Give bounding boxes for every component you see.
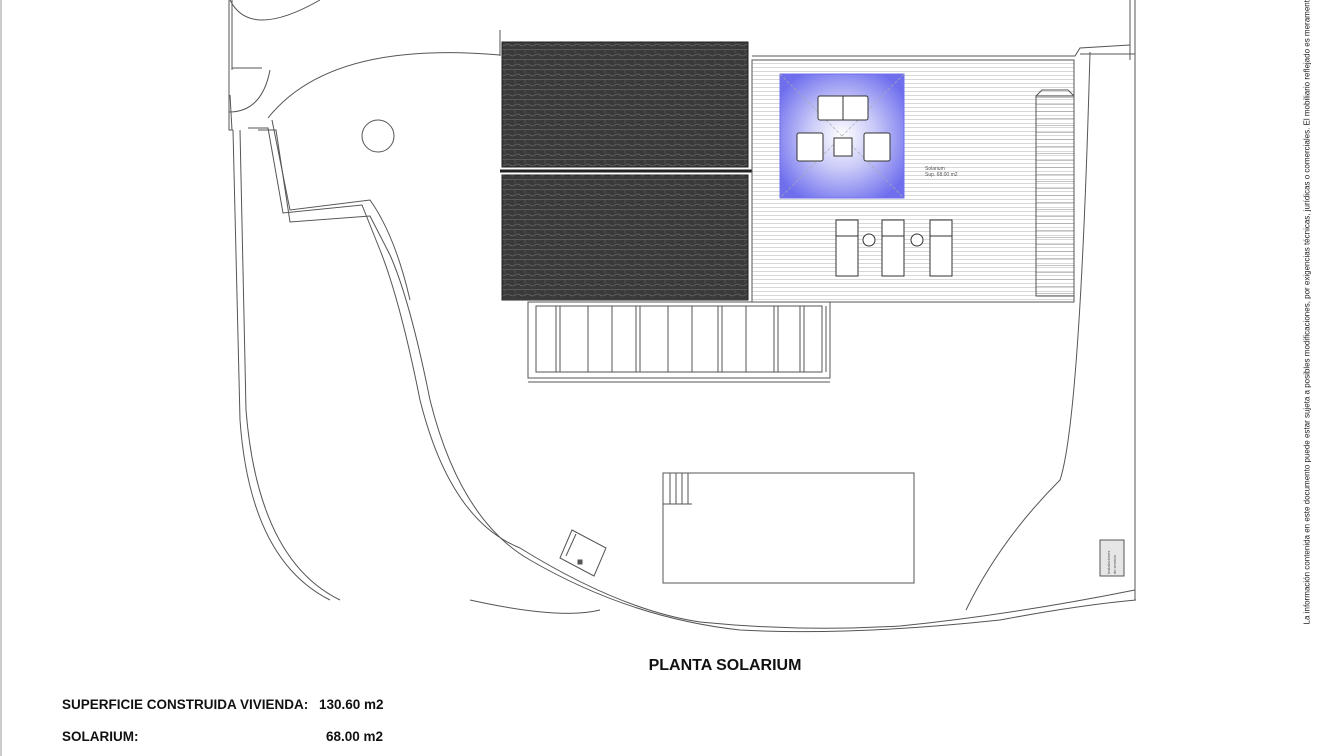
equipment-box	[1099, 539, 1125, 577]
area-row-solarium: SOLARIUM: 68.00 m2	[62, 729, 383, 744]
area-label: SOLARIUM:	[62, 729, 139, 744]
solarium-label: Solarium	[925, 166, 945, 172]
roof-tiles-upper	[501, 41, 749, 168]
area-label: SUPERFICIE CONSTRUIDA VIVIENDA:	[62, 697, 309, 712]
parking-structure	[527, 301, 831, 383]
plan-title: PLANTA SOLARIUM	[648, 657, 802, 674]
garden-circle	[361, 119, 395, 153]
area-value: 68.00 m2	[326, 729, 384, 744]
utility-box	[559, 529, 607, 577]
sun-loungers	[835, 219, 953, 277]
staircase	[1035, 95, 1075, 297]
solarium-area-label: Sup. 68.00 m2	[925, 172, 958, 178]
equipment-label-2: de servicio	[1112, 554, 1117, 574]
area-row-vivienda: SUPERFICIE CONSTRUIDA VIVIENDA: 130.60 m…	[62, 697, 384, 712]
lounge-furniture	[796, 95, 891, 162]
area-value: 130.60 m2	[319, 697, 384, 712]
roof-tiles-lower	[501, 174, 749, 301]
plot-boundary	[228, 0, 1137, 633]
equipment-label-1: Instalaciones	[1106, 551, 1111, 574]
swimming-pool	[662, 472, 915, 584]
pool-steps	[663, 473, 692, 505]
legal-disclaimer: La información contenida en este documen…	[1302, 0, 1312, 625]
